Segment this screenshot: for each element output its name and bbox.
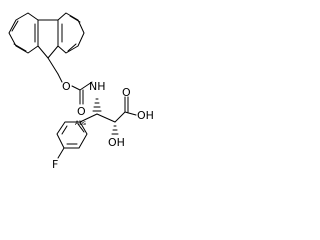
fluorene-right-ring <box>57 12 85 54</box>
fluorenyl-ch2-bond <box>47 57 59 75</box>
acid-hydroxyl-label: OH <box>137 109 154 122</box>
chiral-alpha-bond <box>96 113 116 123</box>
chemical-structure-diagram: O O NH O OH OH F Abs <box>8 12 154 171</box>
acid-carbonyl-oxygen-label: O <box>122 86 131 99</box>
carbonyl-oxygen-label: O <box>77 105 86 118</box>
fluorene-left-ring <box>8 12 39 54</box>
n-chiral-hashed-bond <box>92 98 102 112</box>
carbonyl-n-bond <box>79 81 93 91</box>
alpha-carboxyl-bond <box>114 111 126 123</box>
carboxyl-oh-bond <box>124 111 137 116</box>
chiral-aryl-bond <box>79 113 98 123</box>
fluorene-group <box>8 12 85 59</box>
fluorine-label: F <box>52 158 58 171</box>
ch2-o-bond <box>57 73 63 83</box>
amine-label: NH <box>89 80 106 93</box>
ring-fluorine-bond <box>57 147 65 159</box>
o-carbonyl-bond <box>71 85 81 91</box>
alpha-oh-hashed-bond <box>111 125 119 135</box>
hydroxyl-label: OH <box>108 136 125 149</box>
carbamate-oxygen-label: O <box>62 80 71 93</box>
fluorophenyl-ring <box>56 121 88 159</box>
linker-bonds <box>47 57 137 135</box>
aromatic-abs-label: Abs <box>75 120 86 127</box>
